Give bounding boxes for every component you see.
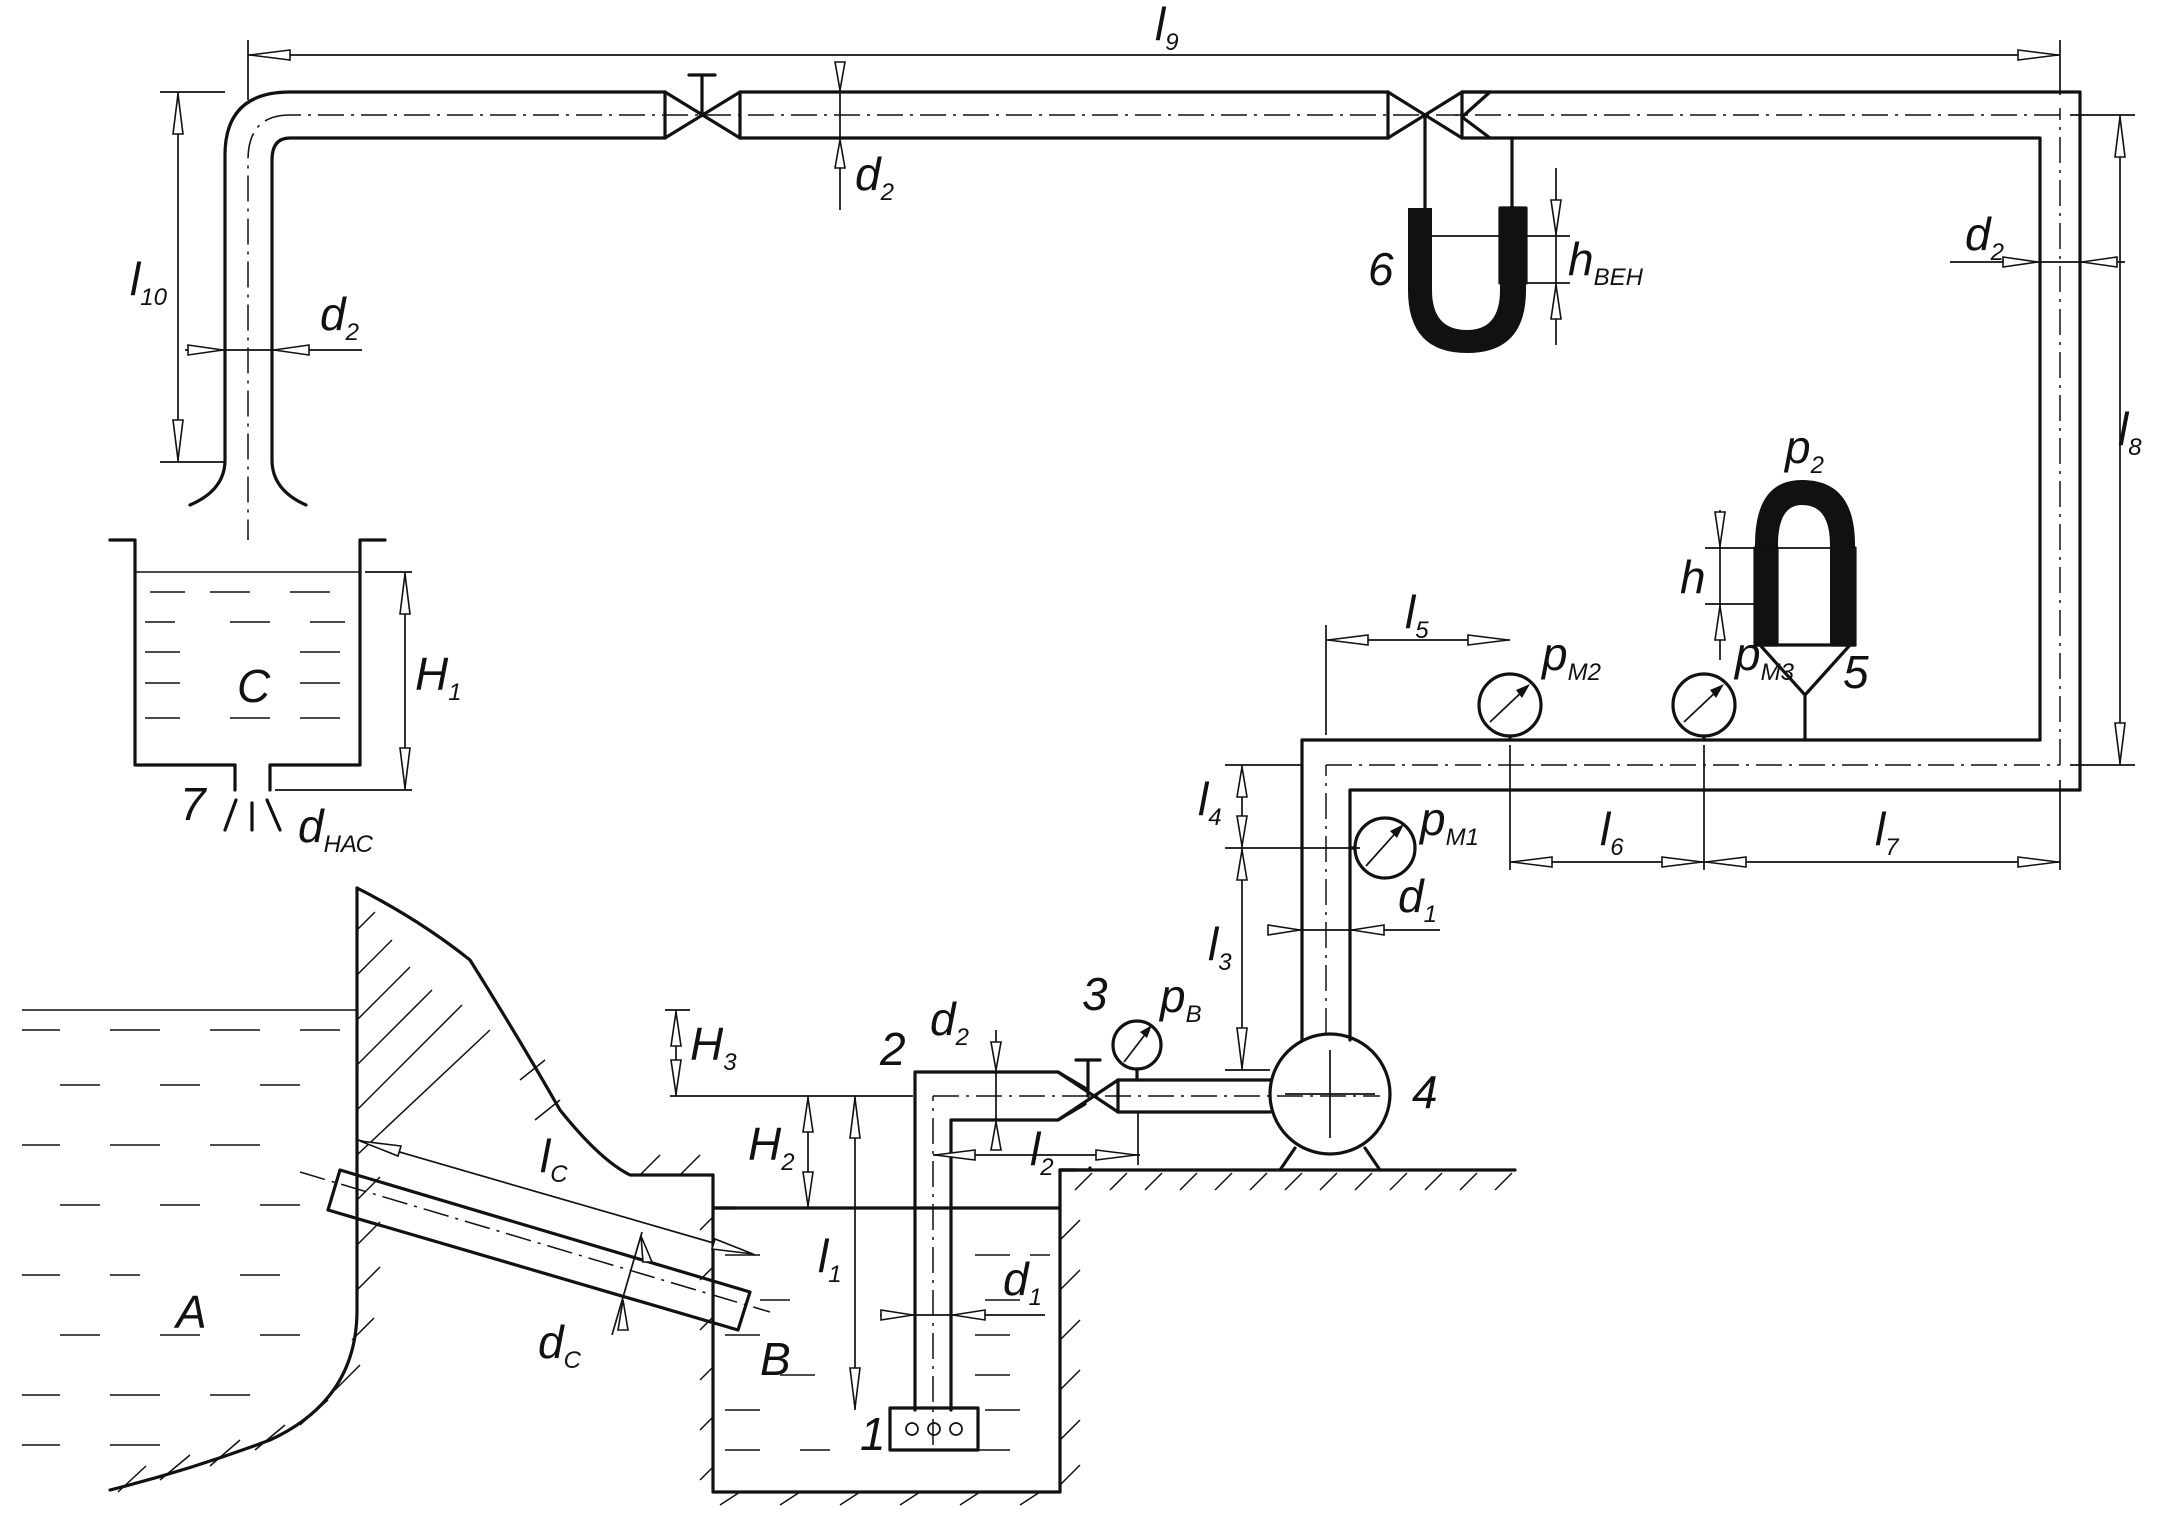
labels: l9 l10 d2 d2 l8 d2 hВЕН 6 h p2 5 l5 pМ2 …: [130, 0, 2142, 1460]
tank-a-label: A: [173, 1286, 207, 1338]
label-dc: dC: [538, 1316, 582, 1374]
suction-pipe: [888, 1019, 1380, 1452]
tank-c-label: C: [237, 660, 271, 712]
label-l10: l10: [130, 253, 168, 311]
label-num-1: 1: [860, 1408, 886, 1460]
label-d2-left: d2: [320, 288, 359, 346]
label-l1: l1: [818, 1230, 842, 1288]
label-num-7: 7: [180, 778, 207, 830]
label-d1-low: d1: [1003, 1253, 1042, 1311]
discharge-pipe: [1300, 90, 2082, 1042]
label-l5: l5: [1405, 586, 1429, 644]
label-pm2: pМ2: [1540, 628, 1601, 686]
label-H1: H1: [415, 648, 462, 706]
well-b: B: [699, 1166, 1092, 1506]
label-d2-low: d2: [930, 993, 969, 1051]
top-pipe: [188, 73, 1492, 540]
label-H3: H3: [690, 1018, 737, 1076]
label-d1-mid: d1: [1398, 870, 1437, 928]
label-num-4: 4: [1412, 1066, 1438, 1118]
label-pv: pВ: [1158, 970, 1202, 1028]
label-num-2: 2: [879, 1023, 906, 1075]
label-dnac: dНАС: [298, 800, 374, 858]
label-l8: l8: [2118, 403, 2142, 461]
u-tube-5: [1753, 480, 1857, 742]
siphon-pipe: [299, 1168, 771, 1332]
label-H2: H2: [748, 1118, 795, 1176]
label-num-6: 6: [1368, 243, 1394, 295]
label-num-5: 5: [1843, 646, 1869, 698]
label-l3: l3: [1208, 918, 1232, 976]
label-hveh: hВЕН: [1568, 233, 1644, 291]
u-tube-6: [1408, 113, 1528, 353]
label-l4: l4: [1198, 773, 1222, 831]
label-l2: l2: [1030, 1123, 1054, 1181]
label-d2-right: d2: [1965, 208, 2004, 266]
label-lc: lC: [540, 1130, 568, 1188]
label-p2: p2: [1783, 421, 1824, 479]
tank-b-label: B: [760, 1333, 791, 1385]
reservoir-a: A: [22, 886, 715, 1493]
label-pm1: pМ1: [1418, 793, 1479, 851]
label-l9: l9: [1155, 0, 1179, 56]
label-pm3: pМ3: [1733, 628, 1795, 686]
dimensions: [160, 40, 2135, 1410]
label-l7: l7: [1875, 803, 1900, 861]
tank-c: C: [108, 538, 387, 832]
label-num-3: 3: [1082, 968, 1108, 1020]
label-d2-top: d2: [855, 148, 894, 206]
pump: [1268, 1032, 1392, 1172]
ground: [1058, 1168, 1517, 1191]
label-l6: l6: [1600, 803, 1624, 861]
label-h: h: [1680, 551, 1706, 603]
